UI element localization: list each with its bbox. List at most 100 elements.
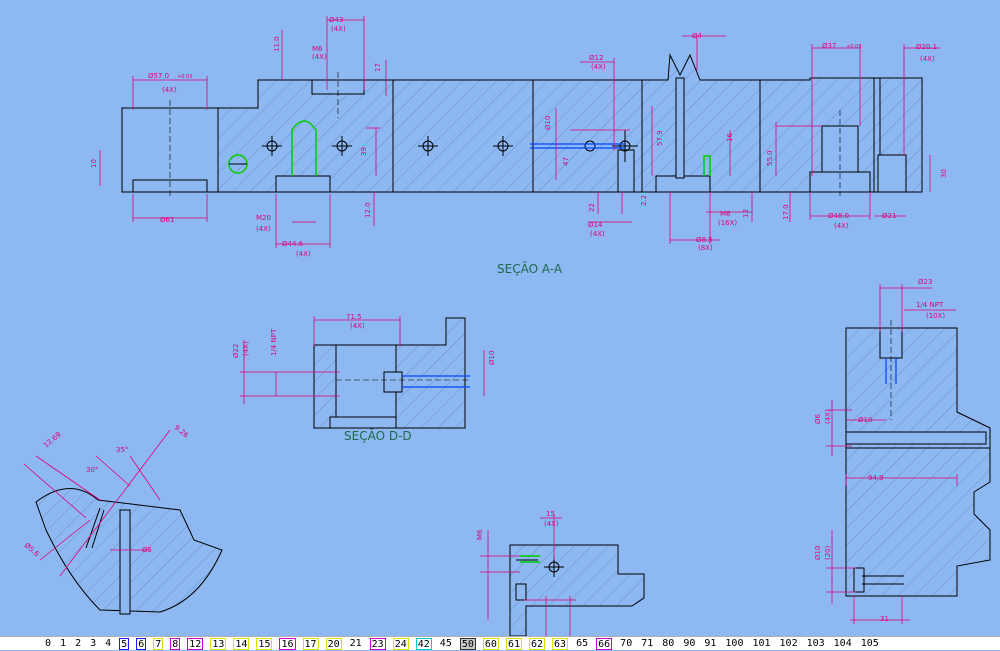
layer-button-60[interactable]: 60 [482, 637, 499, 650]
dim-d16: 16 [726, 133, 734, 142]
layer-button-2[interactable]: 2 [75, 637, 82, 649]
dim-d61: Ø61 [160, 216, 174, 224]
dim-m6: M6 [312, 45, 323, 53]
layer-button-65[interactable]: 65 [576, 637, 589, 649]
layer-button-71[interactable]: 71 [641, 637, 654, 649]
dim-m20: M20 [256, 214, 271, 222]
layer-button-61[interactable]: 61 [505, 637, 522, 650]
section-label-d-d: SEÇÃO D-D [344, 428, 412, 443]
layer-button-24[interactable]: 24 [392, 637, 409, 650]
layer-button-101[interactable]: 101 [752, 637, 771, 649]
dim-d30deg: 30° [86, 466, 98, 474]
dim-d85: Ø8.5 [696, 236, 713, 244]
dim-d17: 17 [374, 63, 382, 72]
layer-button-7[interactable]: 7 [153, 637, 164, 650]
layer-button-4[interactable]: 4 [105, 637, 112, 649]
dim-d570-count: (4X) [162, 86, 177, 94]
dim-d85-count: (8X) [698, 244, 713, 252]
dim-npt-count: (10X) [926, 312, 945, 320]
layer-button-0[interactable]: 0 [45, 637, 52, 649]
layer-button-5[interactable]: 5 [119, 637, 130, 650]
dim-npt-right: 1/4 NPT [916, 301, 944, 309]
layer-button-14[interactable]: 14 [233, 637, 250, 650]
dim-d10e-count: (20) [824, 545, 832, 560]
dim-d550: 55.0 [766, 150, 774, 166]
dim-d56: Ø5.6 [23, 541, 41, 558]
layer-button-105[interactable]: 105 [860, 637, 879, 649]
angled-detail-view[interactable] [35, 488, 223, 615]
layer-button-15[interactable]: 15 [256, 637, 273, 650]
layer-button-1[interactable]: 1 [60, 637, 67, 649]
dim-d1269: 12.69 [42, 431, 62, 450]
dimensions-right [826, 284, 958, 624]
dim-d715-count: (4X) [350, 322, 365, 330]
layer-button-42[interactable]: 42 [415, 637, 432, 650]
layer-button-13[interactable]: 13 [210, 637, 227, 650]
dimensions-angled [23, 429, 171, 577]
dim-d21: Ø21 [882, 212, 896, 220]
dim-d14-count: (4X) [590, 230, 605, 238]
dim-m6b: M6 [720, 210, 731, 218]
layer-button-100[interactable]: 100 [725, 637, 744, 649]
dim-d22c-count: (4X) [242, 341, 250, 356]
dim-d23: Ø23 [918, 278, 932, 286]
right-side-view[interactable] [845, 320, 991, 597]
part-a-a-body [217, 53, 923, 193]
layer-button-104[interactable]: 104 [833, 637, 852, 649]
green-port-feature [291, 120, 317, 176]
dim-d14: Ø14 [588, 221, 603, 229]
section-a-a-view[interactable] [121, 53, 923, 196]
dim-d12-count: (4X) [591, 63, 606, 71]
layer-button-23[interactable]: 23 [369, 637, 386, 650]
dim-d39: 39 [360, 147, 368, 156]
hole-markers [262, 130, 638, 162]
bottom-center-view[interactable] [509, 544, 645, 636]
layer-button-91[interactable]: 91 [704, 637, 717, 649]
dimensions-d-d [240, 316, 485, 404]
layer-button-8[interactable]: 8 [170, 637, 181, 650]
layer-button-3[interactable]: 3 [90, 637, 97, 649]
dim-d10: 10 [90, 159, 98, 168]
layer-button-6[interactable]: 6 [136, 637, 147, 650]
dim-d5: Ø5 [142, 546, 152, 554]
part-right-body [845, 327, 991, 597]
dim-npt-d: 1/4 NPT [270, 328, 278, 356]
layer-button-62[interactable]: 62 [528, 637, 546, 650]
cad-drawing-canvas[interactable]: Ø43 (4X) Ø57.0 +0.03 (4X) M6 (4X) 17 11.… [0, 0, 1000, 636]
dimensions-a-a [99, 16, 940, 248]
layer-button-20[interactable]: 20 [325, 637, 342, 650]
layer-button-12[interactable]: 12 [187, 637, 204, 650]
dim-d446-count: (4X) [296, 250, 311, 258]
layer-button-63[interactable]: 63 [552, 637, 569, 650]
layer-button-102[interactable]: 102 [779, 637, 798, 649]
dim-d37: Ø37 [822, 42, 836, 50]
dim-d926: 9.26 [173, 423, 191, 439]
layer-button-16[interactable]: 16 [279, 637, 296, 650]
dim-d37-tol: +0.03 [846, 44, 861, 50]
dim-m20-count: (4X) [256, 225, 271, 233]
dim-d120: 12.0 [364, 202, 372, 218]
layer-button-80[interactable]: 80 [662, 637, 675, 649]
part-bottom-center-body [509, 544, 645, 636]
layer-button-103[interactable]: 103 [806, 637, 825, 649]
dim-d201-count: (4X) [920, 55, 935, 63]
layer-button-21[interactable]: 21 [349, 637, 362, 649]
layer-button-70[interactable]: 70 [620, 637, 633, 649]
layer-button-90[interactable]: 90 [683, 637, 696, 649]
dim-d15: 15 [546, 510, 555, 518]
layer-button-17[interactable]: 17 [302, 637, 319, 650]
dim-d31: 31 [880, 615, 889, 623]
layer-button-66[interactable]: 66 [596, 637, 613, 650]
dim-m6-count: (4X) [312, 53, 327, 61]
layer-button-50[interactable]: 50 [459, 637, 476, 650]
dim-d30: 30 [940, 169, 948, 178]
section-d-d-view[interactable] [313, 317, 470, 429]
dim-d201: Ø20.1 [916, 43, 937, 51]
dim-tol: +0.03 [177, 74, 192, 80]
dimensions-bottom-center [480, 514, 576, 636]
layer-button-45[interactable]: 45 [439, 637, 452, 649]
dim-d4: Ø4 [692, 32, 703, 40]
dim-d10c: Ø10 [488, 351, 496, 365]
dim-d6-count: (4X) [824, 409, 832, 424]
